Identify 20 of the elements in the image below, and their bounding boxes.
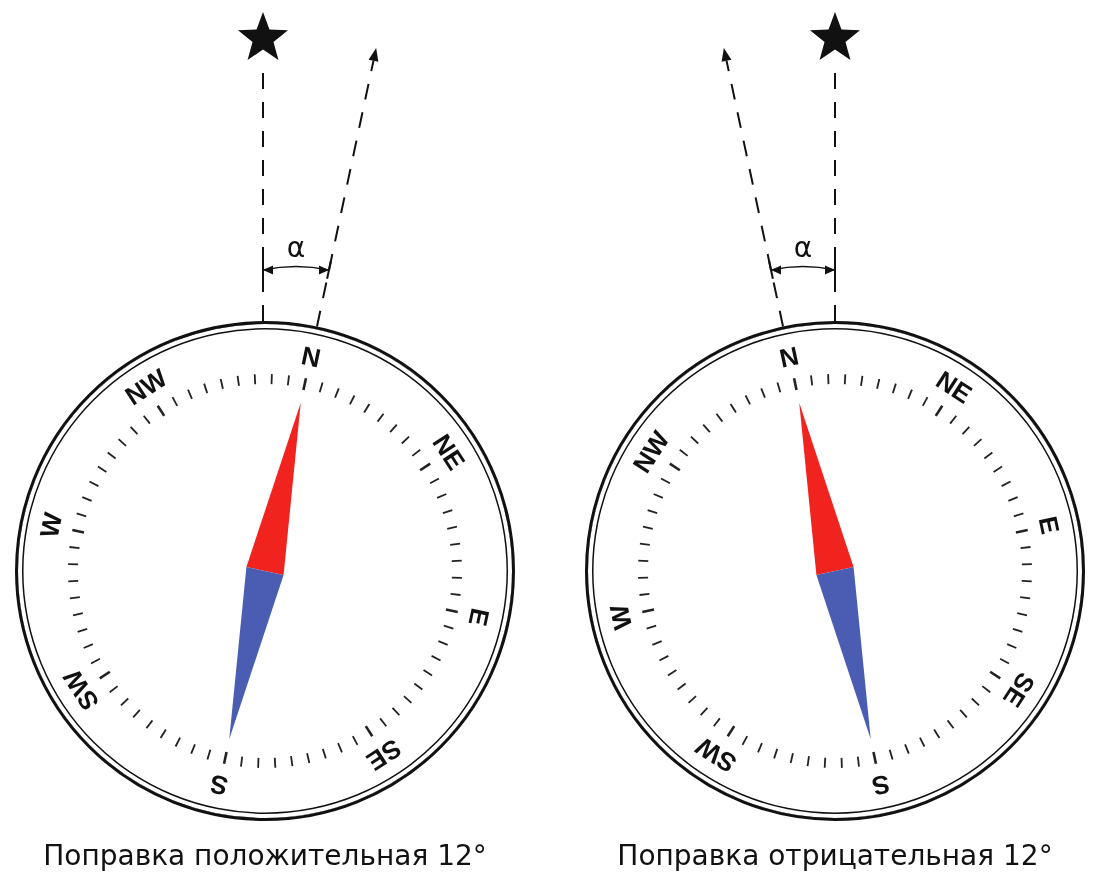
compass-point-label: NE <box>427 429 470 474</box>
angle-label: α <box>793 234 813 262</box>
compass-point-label: N <box>777 342 802 372</box>
correction-label: Поправка положительная 12° <box>43 840 487 873</box>
compass-point-label: NW <box>120 364 171 411</box>
compass-point-label: SW <box>691 732 741 777</box>
compass-point-label: SW <box>59 665 104 715</box>
compass-point-label: W <box>605 601 637 632</box>
angle-label: α <box>286 234 306 262</box>
compass-point-label: W <box>35 510 67 541</box>
compass-point-label: S <box>208 770 231 800</box>
correction-label: Поправка отрицательная 12° <box>617 840 1053 873</box>
compass-point-label: NW <box>628 426 675 477</box>
compass-point-label: SE <box>998 668 1039 712</box>
compass-point-label: SE <box>362 734 406 775</box>
compass-point-label: S <box>869 770 892 800</box>
compass-point-label: E <box>1034 514 1064 537</box>
compass-point-label: NE <box>932 366 977 409</box>
compass-point-label: E <box>464 605 494 628</box>
compass-point-label: N <box>298 342 323 372</box>
